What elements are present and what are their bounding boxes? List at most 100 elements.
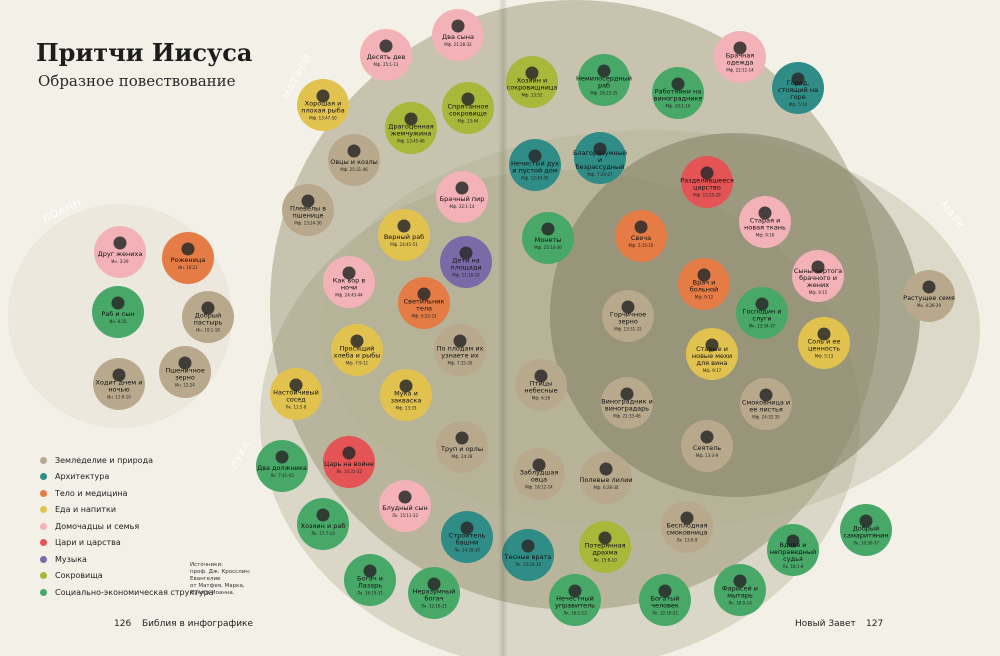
parable-circle: [579, 521, 631, 573]
parable-label: Работники на: [655, 88, 702, 96]
parable-icon: [811, 260, 825, 274]
parable-icon: [397, 219, 411, 233]
parable-reference: Мф. 13:45-46: [397, 139, 425, 144]
parable-reference: Мф. 22:11-14: [726, 68, 754, 73]
parable-reference: Мф. 6:28-30: [594, 485, 619, 490]
parable-icon: [289, 378, 303, 392]
legend-swatch: [40, 539, 47, 547]
parable-circle: [686, 328, 738, 380]
parable-label: больной: [690, 286, 718, 294]
parable-reference: Ин. 10:1-18: [196, 328, 220, 333]
parable-circle: [94, 226, 146, 278]
parable-circle: [506, 56, 558, 108]
parable-label: Два должника: [257, 464, 307, 472]
parable-label: Господин и: [743, 308, 782, 316]
parable-icon: [786, 534, 800, 548]
parable-label: хлеба и рыбы: [334, 352, 381, 360]
parable-icon: [398, 490, 412, 504]
parable-label: Светильник: [404, 298, 445, 306]
parable-icon: [427, 577, 441, 591]
parable-circle: [509, 139, 561, 191]
parable-label: Соль и ее: [808, 338, 841, 346]
parable-icon: [791, 72, 805, 86]
parable-reference: Мф. 9:12: [695, 295, 714, 300]
parable-circle: [92, 286, 144, 338]
parable-circle: [432, 9, 484, 61]
parable-icon: [201, 301, 215, 315]
parable-reference: Ин. 8:35: [109, 319, 127, 324]
parable-icon: [758, 206, 772, 220]
parable-label: управитель: [555, 602, 595, 610]
parable-circle: [436, 171, 488, 223]
parable-reference: Лк. 12:16-21: [652, 611, 678, 616]
legend-swatch: [40, 506, 47, 514]
parable-icon: [379, 39, 393, 53]
parable-circle: [344, 554, 396, 606]
parable-icon: [461, 92, 475, 106]
parable-icon: [658, 584, 672, 598]
parable-icon: [922, 280, 936, 294]
parable-reference: Лк. 7:41-43: [270, 473, 294, 478]
parable-reference: Мф. 7:24-27: [588, 172, 613, 177]
parable-circle: [297, 498, 349, 550]
parable-label: судья: [783, 555, 803, 563]
parable-reference: Мф. 6:22-23: [412, 314, 437, 319]
sources-line: Евангелие: [190, 576, 221, 582]
parable-label: Пшеничное: [165, 367, 204, 375]
parable-icon: [541, 222, 555, 236]
parable-icon: [459, 246, 473, 260]
parable-reference: Мф. 5:15-16: [629, 243, 654, 248]
parable-label: смоковница: [666, 529, 707, 537]
parable-circle: [767, 524, 819, 576]
parable-label: Хозяин и: [517, 77, 548, 85]
parable-label: Строитель: [449, 532, 486, 540]
legend-item: Тело и медицина: [40, 485, 214, 502]
parable-reference: Мф. 11:16-19: [452, 273, 480, 278]
parable-icon: [455, 181, 469, 195]
parable-label: Благоразумный: [573, 149, 627, 157]
parable-reference: Ин. 12:24: [175, 383, 195, 388]
parable-icon: [599, 462, 613, 476]
parable-reference: Ин. 11:9-10: [107, 395, 131, 400]
parable-reference: Лк. 11:5-8: [286, 405, 307, 410]
parable-label: Роженица: [171, 256, 206, 264]
parable-label: Старые и: [696, 345, 728, 353]
parable-label: Нечистый дух: [511, 160, 559, 168]
page-subtitle: Образное повествование: [38, 72, 236, 90]
parable-reference: Мф. 20:1-16: [666, 104, 691, 109]
legend-swatch: [40, 522, 47, 530]
parable-circle: [440, 236, 492, 288]
parable-icon: [620, 387, 634, 401]
parable-icon: [680, 511, 694, 525]
parable-icon: [817, 327, 831, 341]
parable-circle: [840, 504, 892, 556]
legend-label: Тело и медицина: [55, 488, 128, 498]
parable-circle: [574, 132, 626, 184]
parable-label: Старая и: [750, 217, 781, 225]
parable-label: Свеча: [631, 234, 651, 242]
parable-reference: Мф. 13:3-9: [696, 453, 719, 458]
parable-label: ночи: [341, 284, 357, 292]
parable-icon: [347, 144, 361, 158]
legend-label: Цари и царства: [55, 538, 121, 548]
parable-label: Ходит днем и: [96, 379, 143, 387]
parable-icon: [417, 287, 431, 301]
parable-icon: [455, 431, 469, 445]
parable-circle: [736, 287, 788, 339]
parable-label: горе: [790, 93, 806, 101]
parable-label: закваска: [391, 397, 422, 405]
sources-line: Луки и Иоанна.: [190, 590, 235, 596]
parable-label: Хозяин и раб: [301, 522, 346, 530]
sources-line: проф. Дж. Кросслин:: [190, 569, 251, 575]
page-title: Притчи Иисуса: [36, 38, 253, 67]
parable-label: слуги: [752, 315, 771, 323]
parable-reference: Мф. 9:16: [756, 233, 775, 238]
parable-label: Труп и орлы: [440, 445, 483, 453]
parable-reference: Мф. 13:24-30: [294, 221, 322, 226]
parable-circle: [378, 209, 430, 261]
parable-circle: [282, 184, 334, 236]
parable-label: Богач и: [357, 575, 383, 583]
parable-icon: [460, 521, 474, 535]
parable-reference: Ин. 3:29: [111, 259, 129, 264]
